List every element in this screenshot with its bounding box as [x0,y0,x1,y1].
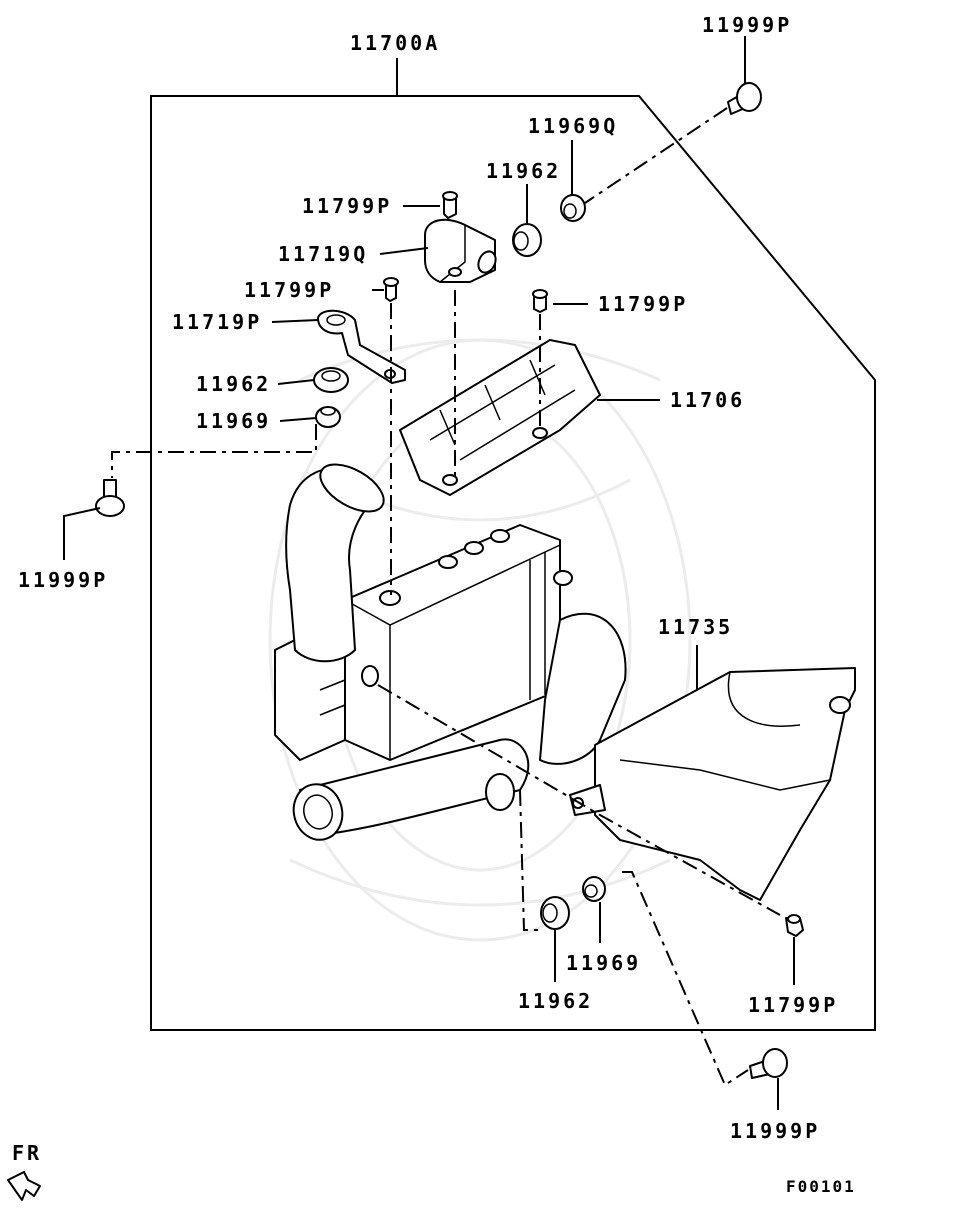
label-bracket-p[interactable]: 11719P [172,310,262,334]
side-cover-icon [569,667,856,901]
label-bolt-outer-bottom[interactable]: 11999P [730,1119,820,1143]
intercooler-icon [274,463,627,841]
direction-label: FR [12,1141,42,1165]
insulator-bottom-icon [582,876,606,902]
label-bolt-bracket-p[interactable]: 11799P [244,278,334,302]
label-bolt-bracket-q[interactable]: 11799P [302,194,392,218]
label-bracket-q[interactable]: 11719Q [278,242,368,266]
leader-line [63,507,101,560]
label-bolt-outer-top[interactable]: 11999P [702,13,792,37]
label-bolt-cover-bottom[interactable]: 11799P [748,993,838,1017]
leader-line [277,379,315,385]
bolt-icon [442,191,458,219]
flange-bolt-icon [727,82,762,115]
insulator-top-icon [560,194,586,222]
label-cover-upper[interactable]: 11706 [670,388,745,412]
assembly-line [111,424,317,478]
grommet-bottom-icon [540,896,570,930]
assembly-line [622,871,749,1087]
label-bolt-outer-left[interactable]: 11999P [18,568,108,592]
leader-line [279,417,317,422]
label-grommet-top[interactable]: 11962 [486,159,561,183]
bolt-icon [785,914,804,937]
assembly-line [377,684,781,916]
grommet-left-icon [313,367,349,393]
label-grommet-bottom[interactable]: 11962 [518,989,593,1013]
bolt-icon [383,277,399,302]
upper-cover-icon [399,339,601,496]
flange-bolt-icon [95,479,125,517]
flange-bolt-icon [749,1048,788,1079]
assembly-boundary [150,95,876,1031]
bracket-q-icon [424,218,497,283]
label-insulator-top[interactable]: 11969Q [528,114,618,138]
label-assembly[interactable]: 11700A [350,31,440,55]
assembly-line [519,789,543,931]
bracket-p-icon [317,309,406,384]
insulator-left-icon [315,406,341,428]
bolt-icon [532,289,548,313]
label-insulator-left[interactable]: 11969 [196,409,271,433]
label-cover-side[interactable]: 11735 [658,615,733,639]
label-bolt-cover[interactable]: 11799P [598,292,688,316]
figure-code: F00101 [786,1177,856,1196]
label-grommet-left[interactable]: 11962 [196,372,271,396]
leader-line [379,247,429,255]
assembly-line [584,107,728,204]
label-insulator-bottom[interactable]: 11969 [566,951,641,975]
front-arrow-icon [7,1171,41,1201]
grommet-top-icon [512,223,542,257]
leader-line [271,319,319,323]
